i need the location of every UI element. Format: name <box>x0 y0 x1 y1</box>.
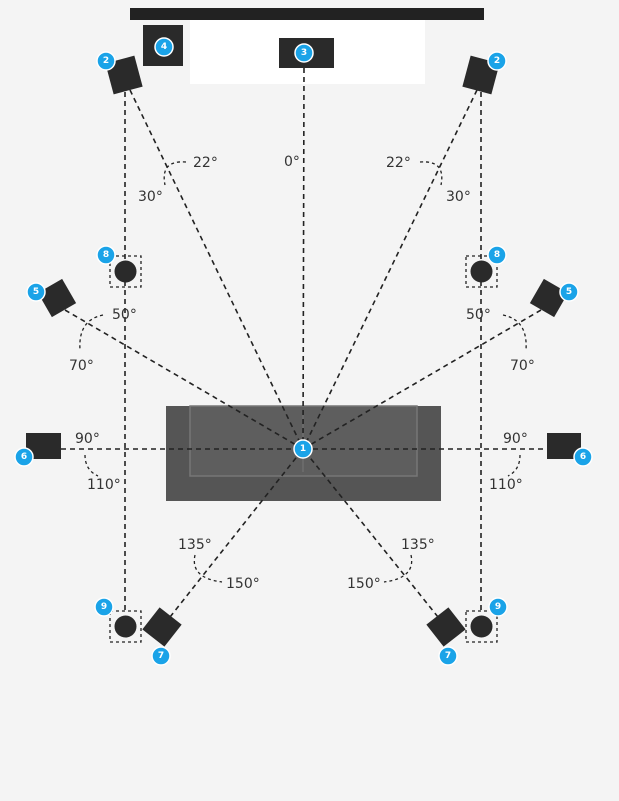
angle-side-front-left-min: 50° <box>112 307 137 323</box>
rear-right-speaker <box>426 607 466 647</box>
angle-side-right-min: 90° <box>503 431 528 447</box>
badge-side-right: 6 <box>573 447 593 467</box>
svg-text:5: 5 <box>33 287 39 297</box>
svg-text:8: 8 <box>103 250 109 260</box>
badge-center: 3 <box>294 43 314 63</box>
angle-front-right-min: 22° <box>386 155 411 171</box>
svg-text:6: 6 <box>580 452 586 462</box>
svg-text:6: 6 <box>21 452 27 462</box>
angle-rear-left-max: 150° <box>226 576 260 592</box>
angle-side-left-max: 110° <box>87 477 121 493</box>
angle-side-left-min: 90° <box>75 431 100 447</box>
svg-text:5: 5 <box>566 287 572 297</box>
angle-center: 0° <box>284 154 300 170</box>
svg-text:9: 9 <box>101 602 107 612</box>
badge-height-rear-right: 9 <box>488 597 508 617</box>
side-front-right-speaker <box>529 278 569 318</box>
badge-side-front-left: 5 <box>26 282 46 302</box>
badge-front-right: 2 <box>487 51 507 71</box>
angle-arcs <box>79 161 527 583</box>
svg-text:9: 9 <box>495 602 501 612</box>
badge-listener: 1 <box>293 439 313 459</box>
badge-rear-right: 7 <box>438 646 458 666</box>
rear-left-speaker <box>142 607 182 647</box>
angle-rear-right-min: 135° <box>401 537 435 553</box>
badge-rear-left: 7 <box>151 646 171 666</box>
angle-side-front-right-max: 70° <box>510 358 535 374</box>
angle-side-right-max: 110° <box>489 477 523 493</box>
svg-text:4: 4 <box>161 42 167 52</box>
svg-text:2: 2 <box>103 56 109 66</box>
badge-subwoofer: 4 <box>154 37 174 57</box>
badge-height-front-left: 8 <box>96 245 116 265</box>
badge-side-front-right: 5 <box>559 282 579 302</box>
height-rear-right-speaker <box>465 610 498 643</box>
svg-text:3: 3 <box>301 48 307 58</box>
angle-front-right-max: 30° <box>446 189 471 205</box>
svg-text:1: 1 <box>300 444 306 454</box>
svg-text:2: 2 <box>494 56 500 66</box>
badge-height-rear-left: 9 <box>94 597 114 617</box>
side-front-left-speaker <box>37 278 77 318</box>
svg-text:8: 8 <box>494 250 500 260</box>
svg-text:7: 7 <box>158 651 164 661</box>
guide-lines <box>61 67 547 618</box>
height-rear-left-speaker <box>109 610 142 643</box>
height-front-right-speaker <box>465 255 498 288</box>
angle-front-left-min: 22° <box>193 155 218 171</box>
tv-screen <box>130 8 484 20</box>
angle-side-front-right-min: 50° <box>466 307 491 323</box>
svg-text:7: 7 <box>445 651 451 661</box>
angle-labels: 0° 22° 30° 22° 30° 50° 70° 50° 70° 90° 1… <box>69 154 535 592</box>
badge-height-front-right: 8 <box>487 245 507 265</box>
angle-side-front-left-max: 70° <box>69 358 94 374</box>
height-front-left-speaker <box>109 255 142 288</box>
badge-side-left: 6 <box>14 447 34 467</box>
badge-front-left: 2 <box>96 51 116 71</box>
angle-rear-right-max: 150° <box>347 576 381 592</box>
angle-rear-left-min: 135° <box>178 537 212 553</box>
angle-front-left-max: 30° <box>138 189 163 205</box>
